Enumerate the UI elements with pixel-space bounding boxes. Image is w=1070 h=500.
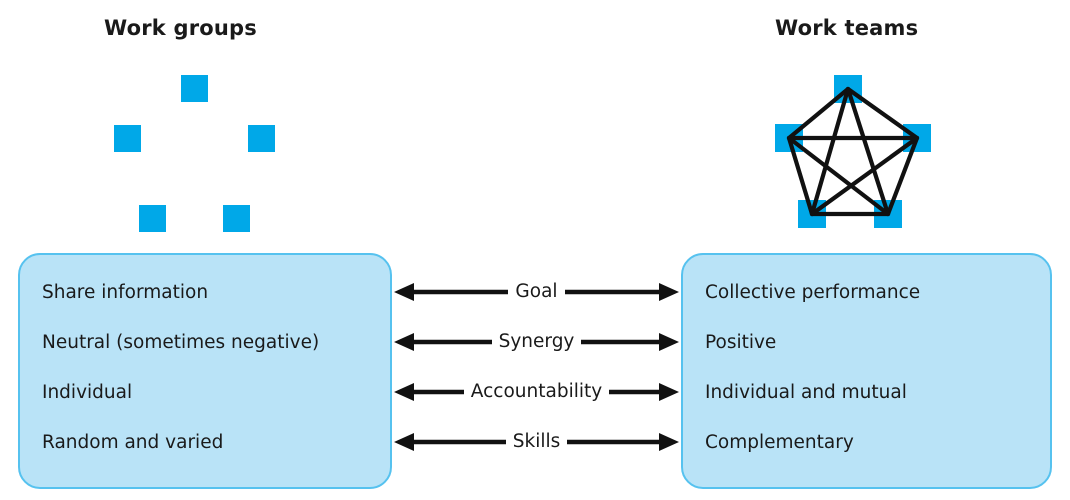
comparison-label: Accountability (463, 382, 610, 402)
page-title-work-groups: Work groups (104, 16, 257, 40)
comparison-row-goal: Goal (392, 279, 681, 305)
list-item: Complementary (705, 432, 854, 453)
network-edges (786, 86, 920, 217)
edge-right-bottomleft (809, 135, 920, 217)
edge-top-bottomleft (809, 86, 851, 217)
node-square-right (248, 125, 275, 152)
work-teams-attribute-list: Collective performance Positive Individu… (683, 255, 1050, 487)
work-teams-attributes-box: Collective performance Positive Individu… (681, 253, 1052, 489)
edge-top-left (786, 86, 851, 141)
comparison-connectors: Goal Synergy Accountability (392, 253, 681, 489)
work-groups-attribute-list: Share information Neutral (sometimes neg… (20, 255, 390, 487)
list-item: Random and varied (42, 432, 224, 453)
node-square-top (181, 75, 208, 102)
list-item: Share information (42, 282, 209, 303)
list-item: Neutral (sometimes negative) (42, 332, 320, 353)
edge-left-bottomright (786, 135, 891, 217)
comparison-label: Goal (508, 282, 565, 302)
list-item: Individual (42, 382, 133, 403)
comparison-row-synergy: Synergy (392, 329, 681, 355)
comparison-row-skills: Skills (392, 429, 681, 455)
list-item: Collective performance (705, 282, 921, 303)
complete-graph-svg (775, 75, 931, 228)
comparison-label: Skills (505, 432, 568, 452)
node-square-left (114, 125, 141, 152)
page-title-work-teams: Work teams (775, 16, 919, 40)
list-item: Positive (705, 332, 777, 353)
edge-top-bottomright (845, 86, 891, 217)
comparison-row-accountability: Accountability (392, 379, 681, 405)
edge-left-bottomleft (786, 135, 815, 217)
list-item: Individual and mutual (705, 382, 907, 403)
work-groups-node-cluster-icon (95, 58, 295, 243)
edge-right-bottomright (885, 135, 920, 217)
node-square-bottom-right (223, 205, 250, 232)
node-squares (114, 75, 275, 232)
disconnected-nodes-svg (114, 75, 275, 232)
comparison-label: Synergy (491, 332, 582, 352)
node-square-bottom-left (139, 205, 166, 232)
work-teams-node-network-icon (760, 58, 960, 243)
edge-top-right (845, 86, 920, 141)
work-groups-attributes-box: Share information Neutral (sometimes neg… (18, 253, 392, 489)
